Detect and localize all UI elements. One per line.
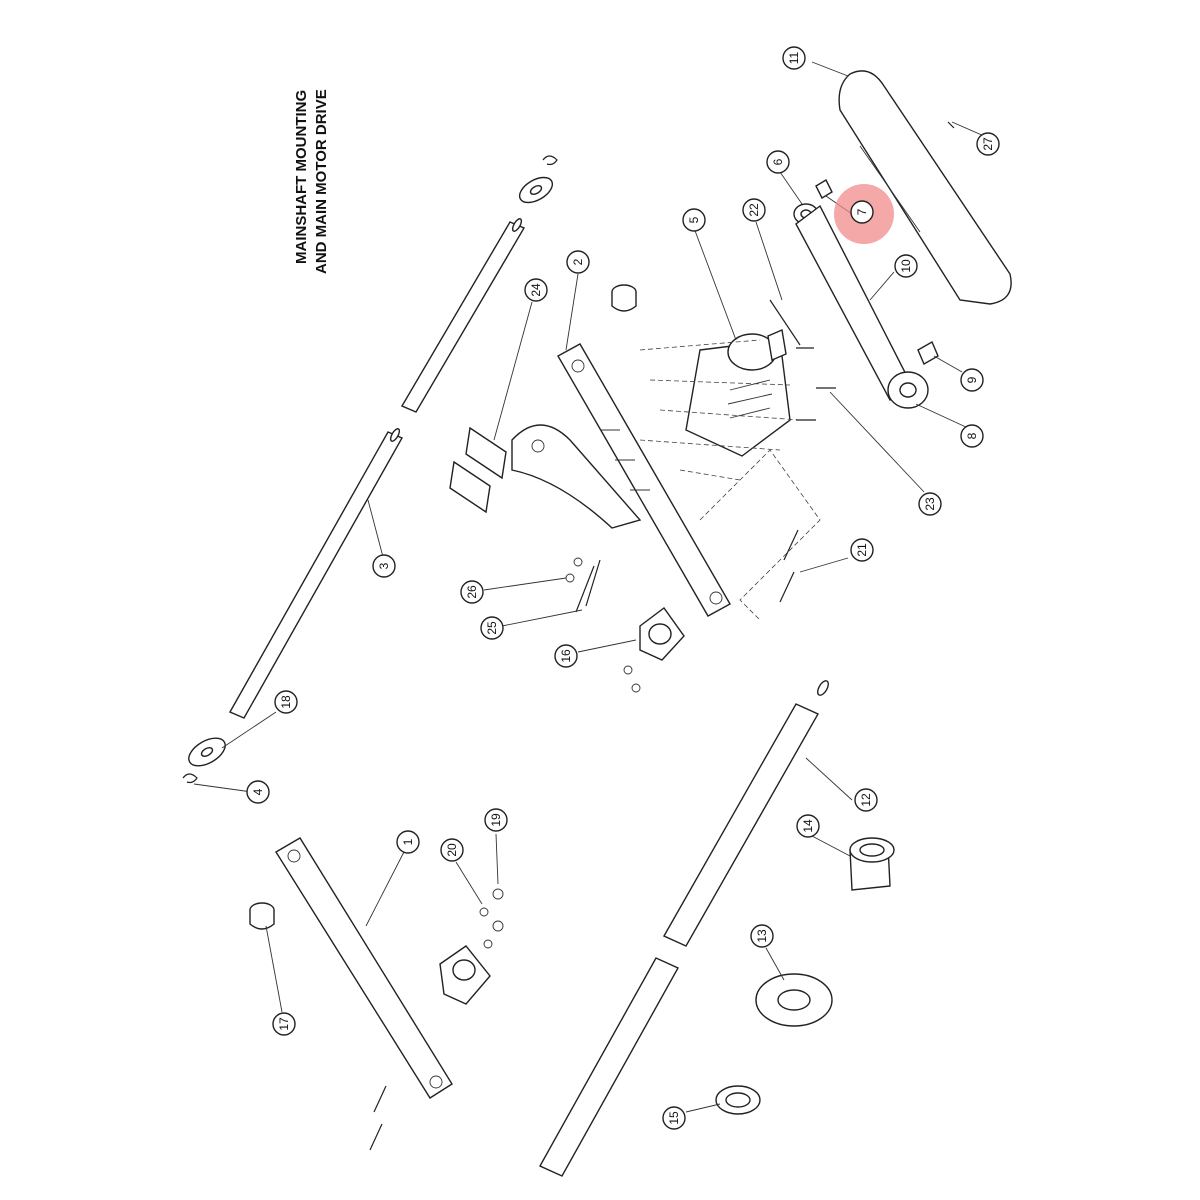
- part-21-bolts: [779, 529, 799, 603]
- callout-25: 25: [480, 616, 504, 640]
- svg-text:4: 4: [251, 788, 265, 795]
- callout-26: 26: [460, 580, 484, 604]
- callout-8: 8: [960, 424, 984, 448]
- part-2-motor-bracket: [511, 343, 731, 617]
- svg-text:2: 2: [571, 258, 585, 265]
- svg-text:3: 3: [377, 562, 391, 569]
- svg-text:11: 11: [787, 51, 801, 64]
- svg-text:1: 1: [401, 838, 415, 845]
- svg-text:21: 21: [855, 543, 869, 557]
- svg-text:25: 25: [485, 621, 499, 635]
- lower-flange-bearing: [439, 945, 491, 1005]
- callout-15: 15: [662, 1106, 686, 1130]
- callout-19: 19: [484, 808, 508, 832]
- part-15-seal: [715, 1085, 761, 1115]
- part-17-bushing: [249, 902, 275, 930]
- callout-18: 18: [274, 690, 298, 714]
- part-7-set-screw: [815, 179, 833, 199]
- callout-22: 22: [742, 198, 766, 222]
- svg-text:24: 24: [529, 283, 543, 297]
- part-14-threaded-collar: [849, 837, 895, 891]
- callout-21: 21: [850, 538, 874, 562]
- svg-text:14: 14: [801, 819, 815, 833]
- svg-text:20: 20: [445, 843, 459, 857]
- upper-washer: [518, 155, 558, 204]
- svg-text:17: 17: [277, 1017, 291, 1031]
- svg-text:8: 8: [965, 432, 979, 439]
- callout-1: 1: [396, 830, 420, 854]
- svg-text:19: 19: [489, 813, 503, 827]
- part-25-bolts: [575, 559, 601, 613]
- svg-text:10: 10: [899, 259, 913, 273]
- svg-text:12: 12: [859, 793, 873, 807]
- part-26-washers: [565, 557, 583, 583]
- svg-text:16: 16: [559, 649, 573, 663]
- svg-text:18: 18: [279, 695, 293, 709]
- svg-text:5: 5: [687, 216, 701, 223]
- lower-bolts: [369, 1085, 387, 1151]
- callout-11: 11: [782, 46, 806, 70]
- callout-6: 6: [766, 150, 790, 174]
- svg-text:26: 26: [465, 585, 479, 599]
- part-13-spacer: [755, 973, 833, 1027]
- callout-14: 14: [796, 814, 820, 838]
- alignment-lines: [639, 339, 821, 621]
- callout-10: 10: [894, 254, 918, 278]
- part-9-set-screw: [917, 341, 939, 365]
- part-5-motor: [685, 329, 791, 457]
- svg-text:7: 7: [855, 208, 869, 215]
- svg-text:23: 23: [923, 497, 937, 511]
- callout-24: 24: [524, 278, 548, 302]
- part-3-upper-shaft: [400, 218, 526, 413]
- leader-lines: [193, 61, 985, 1113]
- callout-5: 5: [682, 208, 706, 232]
- part-4-snap-ring: [182, 773, 198, 784]
- svg-text:13: 13: [755, 929, 769, 943]
- callout-3: 3: [372, 554, 396, 578]
- part-16-bearing: [623, 607, 685, 693]
- callout-13: 13: [750, 924, 774, 948]
- part-24-plates: [449, 426, 507, 514]
- callout-4: 4: [246, 780, 270, 804]
- svg-text:22: 22: [747, 203, 761, 217]
- callout-12: 12: [854, 788, 878, 812]
- part-3-shaft: [229, 428, 403, 719]
- callout-23: 23: [918, 492, 942, 516]
- part-12-keyed-shaft: [539, 680, 829, 1177]
- part-23-bolts: [796, 347, 836, 421]
- part-22-bolt: [769, 299, 801, 346]
- svg-text:6: 6: [771, 158, 785, 165]
- part-1-arm: [275, 837, 453, 1099]
- callout-17: 17: [272, 1012, 296, 1036]
- callout-20: 20: [440, 838, 464, 862]
- callout-27: 27: [976, 132, 1000, 156]
- part-8-pulley: [887, 371, 929, 409]
- svg-text:15: 15: [667, 1111, 681, 1125]
- part-20-washers: [479, 907, 493, 949]
- svg-text:27: 27: [981, 137, 995, 151]
- callout-9: 9: [960, 368, 984, 392]
- part-18-washer: [188, 737, 226, 767]
- callout-7: 7: [850, 200, 874, 224]
- part-11-belt-guard: [838, 70, 1012, 305]
- part-27-screw: [947, 121, 955, 129]
- svg-text:9: 9: [965, 376, 979, 383]
- callout-16: 16: [554, 644, 578, 668]
- part-19-nuts: [492, 888, 504, 932]
- callout-2: 2: [566, 250, 590, 274]
- bushing-part: [611, 284, 637, 312]
